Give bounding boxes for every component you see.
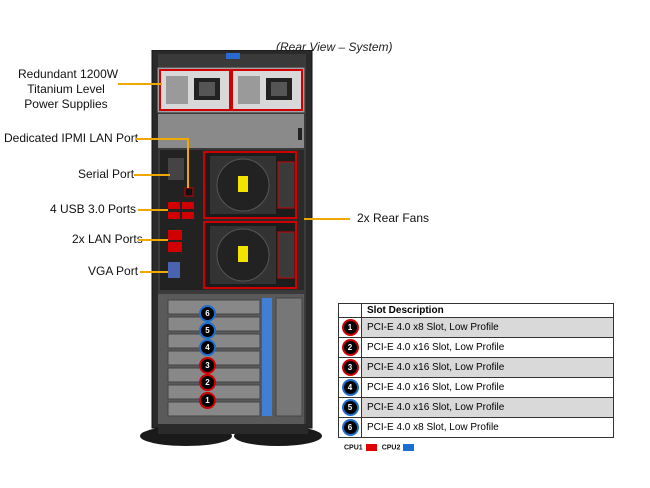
slot-description-cell: PCI-E 4.0 x8 Slot, Low Profile [361, 317, 614, 338]
table-header-row: Slot Description [338, 303, 614, 318]
server-rear-view [140, 50, 322, 446]
psu-2 [231, 69, 303, 111]
cpu-legend: CPU1 CPU2 [344, 444, 419, 451]
serial-port-shape [168, 158, 184, 180]
slot-badge-icon: 6 [343, 421, 357, 434]
usb-port-shape [168, 202, 180, 209]
table-header-desc: Slot Description [361, 303, 614, 318]
fans-leader-line [304, 218, 350, 220]
slot-number-cell: 2 [338, 337, 362, 358]
slot-number-cell: 5 [338, 397, 362, 418]
server-slot-badge-icon: 4 [201, 341, 214, 354]
slot-badge-icon: 4 [343, 381, 357, 394]
slot-number-cell: 4 [338, 377, 362, 398]
ipmi-leader-vline [187, 138, 189, 188]
slot-description-cell: PCI-E 4.0 x16 Slot, Low Profile [361, 397, 614, 418]
slot-description-cell: PCI-E 4.0 x16 Slot, Low Profile [361, 337, 614, 358]
ipmi-leader-line [136, 138, 188, 140]
fans-label: 2x Rear Fans [357, 211, 430, 225]
top-latch-icon [226, 53, 240, 59]
slot-number-cell: 1 [338, 317, 362, 338]
slot-badge-icon: 1 [343, 321, 357, 334]
slot-badge-icon: 3 [343, 361, 357, 374]
server-slot-badge-icon: 1 [201, 394, 214, 407]
slot-number-cell: 3 [338, 357, 362, 378]
slot-description-cell: PCI-E 4.0 x16 Slot, Low Profile [361, 377, 614, 398]
psu-leader-line [118, 83, 162, 85]
table-row: 5 PCI-E 4.0 x16 Slot, Low Profile [338, 397, 614, 418]
usb-leader-line [138, 209, 168, 211]
slot-badge-icon: 2 [343, 341, 357, 354]
table-row: 2 PCI-E 4.0 x16 Slot, Low Profile [338, 337, 614, 358]
psu-label-line1: Redundant 1200W [18, 67, 119, 81]
rear-fan-bottom [203, 221, 297, 289]
server-slot-badge-icon: 5 [201, 324, 214, 337]
ipmi-label: Dedicated IPMI LAN Port [4, 131, 139, 145]
table-row: 1 PCI-E 4.0 x8 Slot, Low Profile [338, 317, 614, 338]
lan-leader-line [138, 239, 168, 241]
table-header-num [338, 303, 362, 318]
legend-cpu2-label: CPU2 [381, 444, 401, 452]
serial-leader-line [134, 174, 170, 176]
slot-description-cell: PCI-E 4.0 x8 Slot, Low Profile [361, 417, 614, 438]
lan-port-shape [168, 230, 182, 240]
slot-description-cell: PCI-E 4.0 x16 Slot, Low Profile [361, 357, 614, 378]
server-slot-badge-icon: 3 [201, 359, 214, 372]
table-row: 6 PCI-E 4.0 x8 Slot, Low Profile [338, 417, 614, 438]
vga-port-shape [168, 262, 180, 278]
rear-fan-top [203, 151, 297, 219]
usb-label: 4 USB 3.0 Ports [50, 202, 137, 216]
slot-number-cell: 6 [338, 417, 362, 438]
lan-label: 2x LAN Ports [72, 232, 143, 246]
psu-label-line3: Power Supplies [24, 97, 108, 111]
pcie-slot-stack [167, 297, 303, 417]
table-row: 3 PCI-E 4.0 x16 Slot, Low Profile [338, 357, 614, 378]
legend-cpu1-swatch [365, 444, 377, 451]
legend-cpu1-label: CPU1 [344, 444, 363, 452]
vga-leader-line [140, 271, 168, 273]
slot-badge-icon: 5 [343, 401, 357, 414]
vga-label: VGA Port [88, 264, 139, 278]
server-slot-badge-icon: 6 [201, 307, 214, 320]
legend-cpu2-swatch [403, 444, 415, 451]
serial-label: Serial Port [78, 167, 135, 181]
psu-label-line2: Titanium Level [27, 82, 105, 96]
psu-1 [159, 69, 231, 111]
psu-label: Redundant 1200W Titanium Level Power Sup… [18, 67, 119, 112]
server-slot-badge-icon: 2 [201, 376, 214, 389]
table-row: 4 PCI-E 4.0 x16 Slot, Low Profile [338, 377, 614, 398]
